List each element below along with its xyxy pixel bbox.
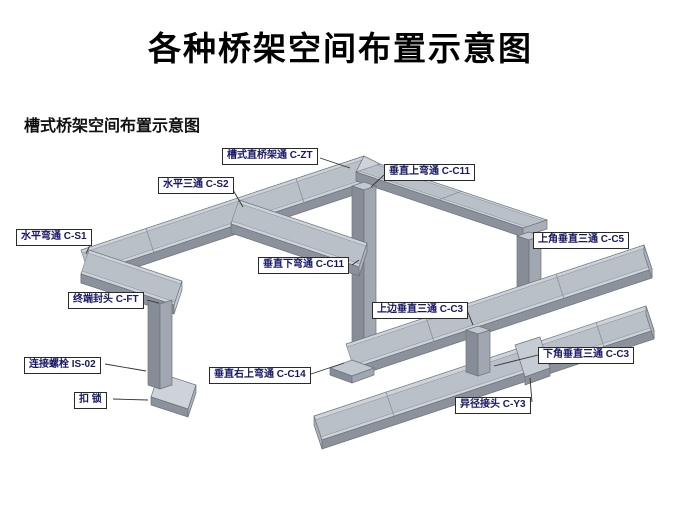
page-title: 各种桥架空间布置示意图 (148, 30, 533, 67)
end-cap (173, 280, 183, 315)
label-lower-corner-tee-c-c3: 下角垂直三通 C-C3 (538, 347, 635, 364)
label-straight-tray-c-zt: 槽式直桥架通 C-ZT (222, 148, 318, 165)
label-connecting-bolt-is-02: 连接螺栓 IS-02 (24, 357, 101, 374)
section-subtitle: 槽式桥架空间布置示意图 (24, 118, 201, 135)
label-horizontal-bend-c-s1: 水平弯通 C-S1 (16, 229, 92, 246)
label-buckle-lock: 扣 锁 (74, 392, 107, 409)
tray-run-middle (345, 244, 653, 378)
riser-right-lower (464, 325, 492, 377)
label-end-cap-c-ft: 终端封头 C-FT (68, 292, 144, 309)
label-vertical-down-bend-c-c11: 垂直下弯通 C-C11 (258, 257, 350, 274)
riser-center (350, 181, 378, 353)
label-vertical-up-bend-c-c11: 垂直上弯通 C-C11 (384, 164, 476, 181)
tray-run-upper-left (80, 155, 373, 284)
tray-run-tee-branch (230, 199, 368, 277)
label-horizontal-tee-c-s2: 水平三通 C-S2 (158, 177, 234, 194)
label-reducing-joint-c-y3: 异径接头 C-Y3 (455, 397, 531, 414)
label-top-side-vertical-tee-c-c3: 上边垂直三通 C-C3 (372, 302, 469, 319)
label-upper-corner-tee-c-c5: 上角垂直三通 C-C5 (533, 232, 630, 249)
riser-left (147, 299, 173, 390)
label-vertical-right-up-bend-c-c14: 垂直右上弯通 C-C14 (209, 367, 311, 384)
